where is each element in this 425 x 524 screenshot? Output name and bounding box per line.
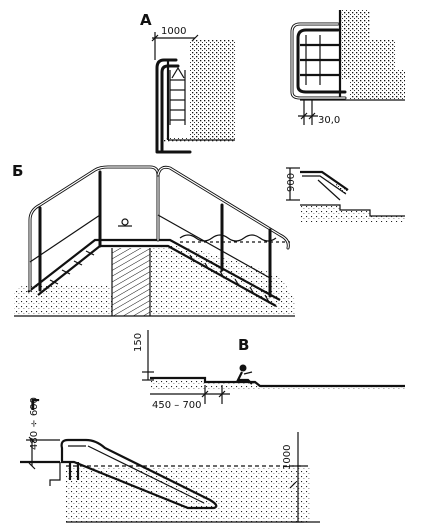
dimension-v-width: 450 – 700: [150, 385, 230, 411]
dimension-a-gap: 30,0: [298, 100, 340, 126]
section-label-g: Г: [30, 396, 40, 414]
dimension-g-depth: 1000: [282, 432, 304, 523]
dimension-label-v-step: 150: [133, 333, 144, 352]
ladder-a-left: [155, 58, 192, 154]
section-g: Г 480 ÷ 600: [20, 396, 320, 523]
ladder-a-right: [290, 22, 347, 100]
section-a: А 1000: [140, 10, 405, 154]
dimension-g-height: 480 ÷ 600: [26, 397, 60, 470]
handrails: [28, 165, 290, 298]
section-b: Б: [12, 162, 405, 317]
seated-figure: [236, 364, 253, 385]
section-label-a: А: [140, 11, 152, 29]
dimension-label-b-height: 900: [286, 173, 297, 192]
section-v: В 150 450 – 700: [133, 330, 405, 411]
terrace-profile: [150, 376, 405, 390]
dimension-v-step: 150: [133, 330, 154, 381]
poolside-g: [20, 460, 61, 486]
dimension-label-a-gap: 30,0: [318, 115, 340, 126]
dimension-label-v-width: 450 – 700: [152, 400, 202, 411]
water-surface: [179, 234, 290, 243]
inset-b-profile: 900: [286, 167, 405, 222]
pool-wall-elevation-left: [160, 40, 235, 142]
ground-dam: [14, 245, 295, 317]
section-label-v: В: [238, 336, 249, 354]
section-label-b: Б: [12, 162, 23, 180]
walkway-ramp: [27, 218, 281, 307]
dimension-label-a-width: 1000: [161, 26, 186, 37]
dimension-label-g-depth: 1000: [282, 445, 293, 470]
pool-wall-elevation-right: [300, 10, 405, 101]
dimension-label-g-height: 480 ÷ 600: [29, 397, 40, 450]
waterslide: [60, 438, 218, 510]
